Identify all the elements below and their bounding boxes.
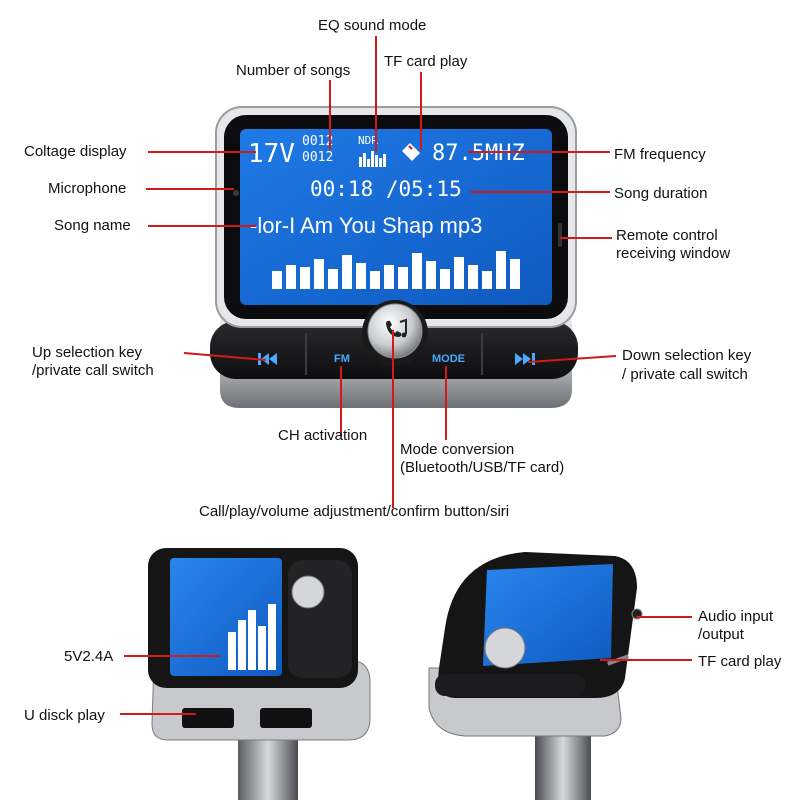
side-view-body xyxy=(148,548,371,800)
eq-code: NDR xyxy=(358,134,378,147)
eq-mini-icon xyxy=(359,151,386,167)
label-song-name: Song name xyxy=(54,217,131,234)
song-count-bottom: 0012 xyxy=(302,150,334,165)
label-u-disk-play: U disck play xyxy=(24,707,105,724)
label-eq-sound-mode: EQ sound mode xyxy=(318,17,427,34)
voltage-readout: 17V xyxy=(248,139,295,169)
label-call-button: Call/play/volume adjustment/confirm butt… xyxy=(199,503,510,520)
time-readout: 00:18 /05:15 xyxy=(310,177,462,201)
mode-key[interactable]: MODE xyxy=(432,353,465,365)
song-name-readout: -lor-I Am You Shap mp3 xyxy=(250,213,483,238)
label-up-key-line2: /private call switch xyxy=(32,362,154,379)
label-audio-line2: /output xyxy=(698,626,744,643)
label-down-key-line2: / private call switch xyxy=(622,366,748,383)
angled-view-body xyxy=(428,552,643,800)
next-track-icon[interactable] xyxy=(515,353,535,365)
label-fm-frequency: FM frequency xyxy=(614,146,706,163)
label-down-key-line1: Down selection key xyxy=(622,347,752,364)
label-tf-card-play-side: TF card play xyxy=(698,653,782,670)
label-microphone: Microphone xyxy=(48,180,127,197)
fm-key[interactable]: FM xyxy=(334,353,350,365)
tf-card-icon xyxy=(402,143,420,161)
label-audio-line1: Audio input xyxy=(698,608,774,625)
label-remote-line2: receiving window xyxy=(616,245,731,262)
label-remote-line1: Remote control xyxy=(616,227,718,244)
label-coltage-display: Coltage display xyxy=(24,143,127,160)
song-count-top: 0012 xyxy=(302,134,334,149)
label-mode-line1: Mode conversion xyxy=(400,441,515,458)
label-up-key-line1: Up selection key xyxy=(32,344,143,361)
label-number-of-songs: Number of songs xyxy=(236,62,351,79)
side-view-device xyxy=(148,540,378,800)
label-tf-card-play-top: TF card play xyxy=(384,53,468,70)
angled-view-device xyxy=(425,548,655,800)
label-song-duration: Song duration xyxy=(614,185,708,202)
label-power: 5V2.4A xyxy=(64,648,114,665)
phone-music-icon[interactable] xyxy=(380,316,410,346)
spectrum-bars xyxy=(272,251,520,289)
label-mode-line2: (Bluetooth/USB/TF card) xyxy=(400,459,565,476)
frequency-readout: 87.5MHZ xyxy=(432,141,525,166)
label-ch-activation: CH activation xyxy=(278,427,368,444)
main-device: 17V 0012 0012 NDR 87.5MHZ 00:18 /05:15 -… xyxy=(210,105,580,415)
